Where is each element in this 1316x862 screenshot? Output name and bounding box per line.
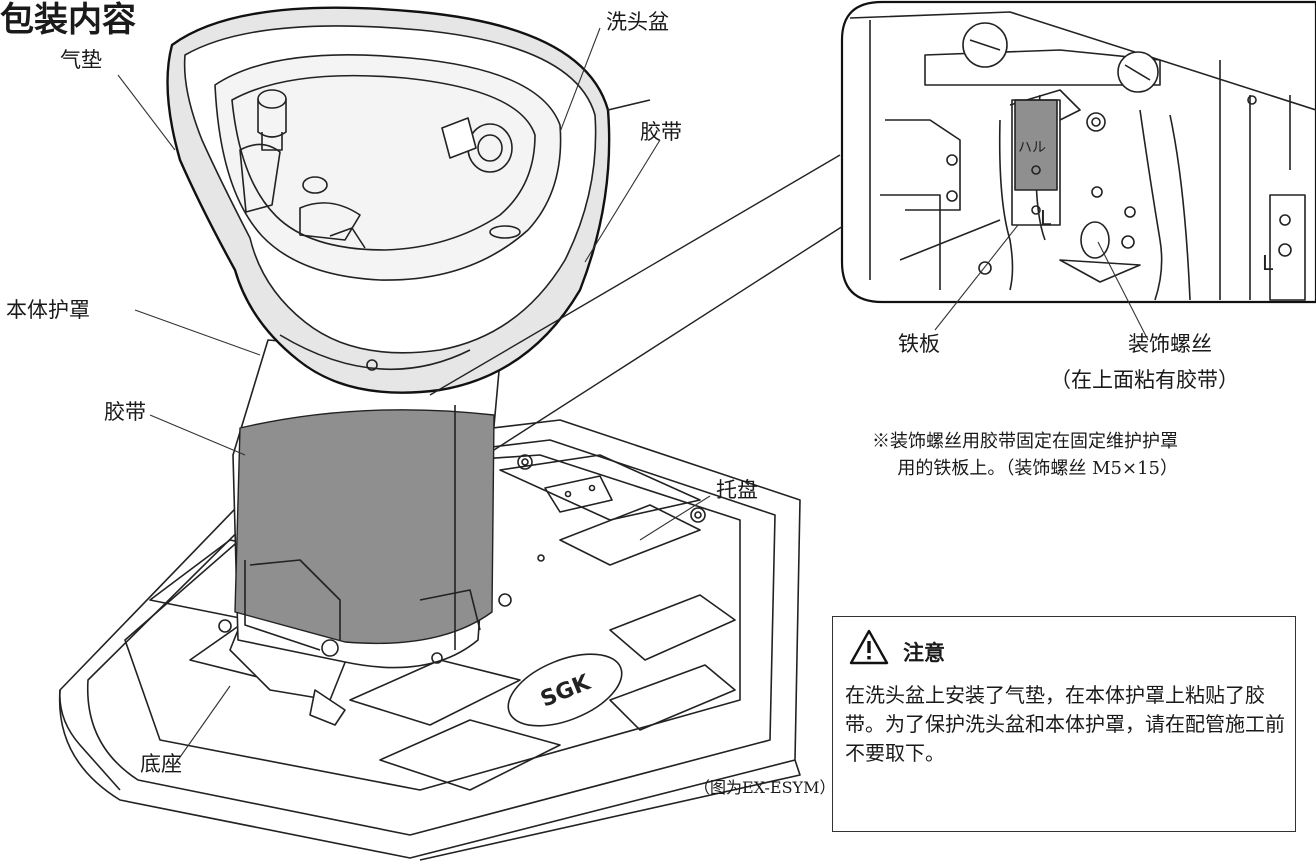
caution-title: 注意 (903, 641, 945, 665)
label-tape-top: 胶带 (640, 120, 682, 144)
label-deco-screw: 装饰螺丝 (1128, 332, 1212, 356)
l-mark-1: L (1040, 206, 1052, 230)
tape-scribble: ハル (1018, 140, 1046, 156)
label-iron-plate: 铁板 (898, 332, 940, 356)
caution-body: 在洗头盆上安装了气垫，在本体护罩上粘贴了胶带。为了保护洗头盆和本体护罩，请在配管… (845, 683, 1285, 765)
warning-triangle-icon (849, 629, 889, 665)
label-deco-screw-note: （在上面粘有胶带） (1050, 368, 1239, 392)
label-tray: 托盘 (716, 478, 758, 502)
label-shampoo-bowl: 洗头盆 (606, 10, 669, 34)
l-mark-2: L (1262, 251, 1274, 275)
label-tape-left: 胶带 (104, 400, 146, 424)
leader-lines (117, 27, 1149, 761)
figure-caption: （图为EX-ESYM） (694, 778, 836, 797)
screw-note-line1: ※装饰螺丝用胶带固定在固定维护护罩 (872, 431, 1178, 452)
label-body-cover: 本体护罩 (6, 298, 90, 322)
shampoo-bowl-drawing (166, 6, 611, 394)
caution-box: 注意 在洗头盆上安装了气垫，在本体护罩上粘贴了胶带。为了保护洗头盆和本体护罩，请… (832, 616, 1296, 832)
label-air-cushion: 气垫 (60, 48, 102, 72)
screw-note: ※装饰螺丝用胶带固定在固定维护护罩 用的铁板上。（装饰螺丝 M5×15） (872, 428, 1178, 482)
screw-note-line2: 用的铁板上。（装饰螺丝 M5×15） (897, 458, 1178, 479)
label-base: 底座 (140, 752, 182, 776)
detail-inset-drawing (840, 0, 1316, 304)
page-heading: 包装内容 (0, 0, 136, 40)
body-cover-drawing (232, 339, 501, 669)
